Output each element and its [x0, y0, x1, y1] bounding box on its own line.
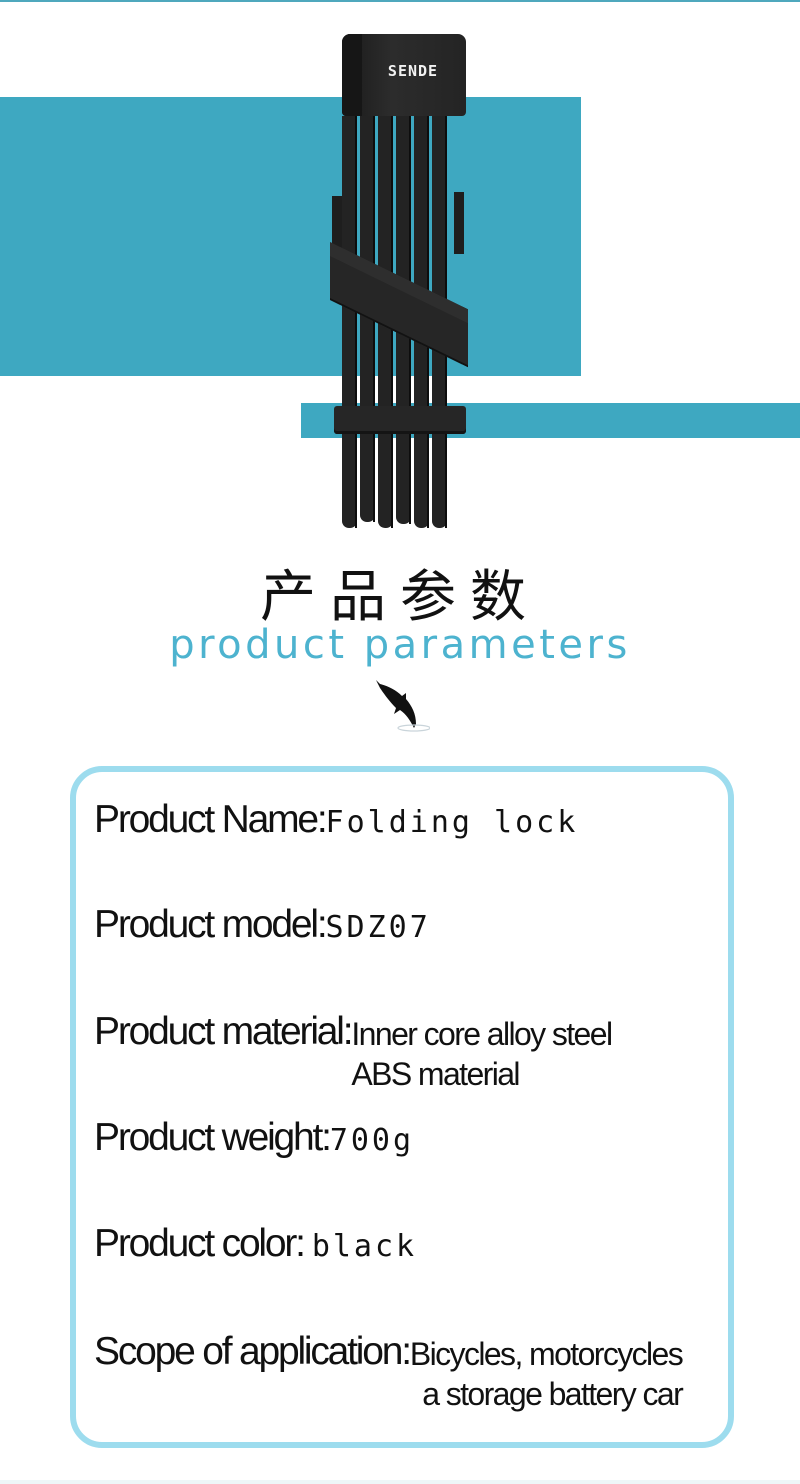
spec-row-name: Product Name:Folding lock	[94, 798, 578, 842]
spec-row-weight: Product weight:700g	[94, 1116, 414, 1160]
lock-bar	[342, 116, 357, 528]
spec-row-color: Product color:black	[94, 1222, 417, 1266]
dolphin-icon	[376, 680, 430, 732]
spec-value-multiline: Inner core alloy steel ABS material	[351, 1014, 613, 1094]
spec-value: 700g	[329, 1123, 415, 1158]
lock-lower-band	[334, 406, 466, 434]
spec-value: a storage battery car	[422, 1376, 683, 1412]
spec-label: Product weight:	[94, 1116, 332, 1159]
spec-value: black	[311, 1229, 418, 1264]
lock-side-clip-right	[454, 192, 464, 254]
spec-label: Product model:	[94, 903, 328, 946]
spec-row-model: Product model:SDZ07	[94, 903, 431, 947]
lock-side-clip-left	[332, 196, 342, 266]
spec-label: Product material:	[94, 1010, 354, 1053]
section-title-english: product parameters	[169, 622, 631, 668]
specs-panel: Product Name:Folding lock Product model:…	[70, 766, 734, 1448]
spec-label: Product color:	[94, 1222, 306, 1265]
spec-row-scope: Scope of application: Bicycles, motorcyc…	[94, 1330, 684, 1414]
spec-value-multiline: Bicycles, motorcycles a storage battery …	[409, 1334, 684, 1414]
spec-value: SDZ07	[325, 910, 431, 945]
lock-head	[342, 34, 466, 116]
spec-value: ABS material	[351, 1056, 520, 1092]
spec-label: Scope of application:	[94, 1330, 412, 1373]
spec-value: Bicycles, motorcycles	[409, 1336, 684, 1372]
product-image-folding-lock: SENDE	[330, 30, 470, 530]
teal-background-block	[0, 97, 581, 376]
spec-value: Inner core alloy steel	[351, 1016, 613, 1052]
spec-value: Folding lock	[325, 805, 579, 840]
top-divider	[0, 0, 800, 2]
lock-head-side	[342, 34, 362, 116]
bottom-divider	[0, 1480, 800, 1484]
spec-label: Product Name:	[94, 798, 328, 841]
spec-row-material: Product material: Inner core alloy steel…	[94, 1010, 613, 1094]
brand-logo: SENDE	[387, 62, 439, 80]
section-title-chinese: 产品参数	[260, 565, 540, 630]
